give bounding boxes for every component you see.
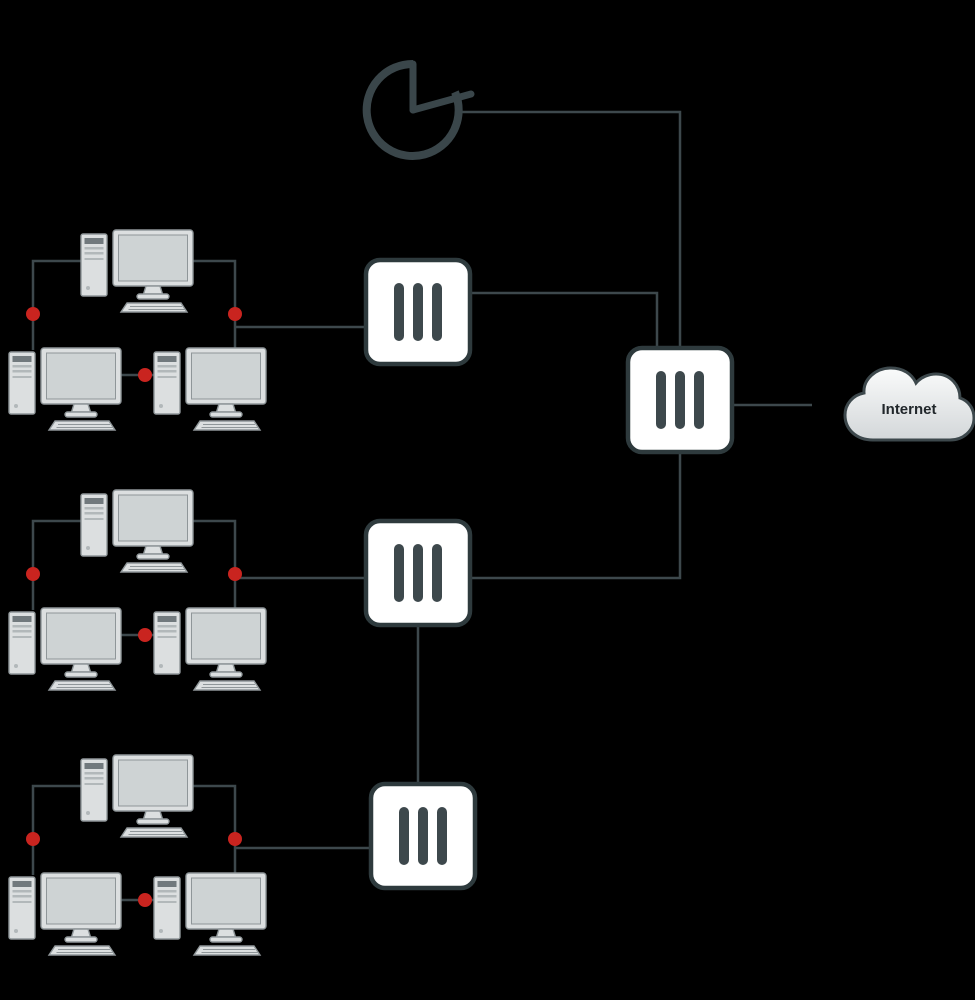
access-switch-middle <box>366 521 470 625</box>
access-switch-top <box>366 260 470 364</box>
clock-hand-hour <box>409 90 475 114</box>
internet-label: Internet <box>881 401 936 418</box>
lan-group-1 <box>9 230 266 430</box>
connections <box>235 110 812 850</box>
lan-group-2 <box>9 490 266 690</box>
clock-icon <box>362 59 475 160</box>
link-core-switch2 <box>468 452 682 580</box>
core-switch <box>628 348 732 452</box>
lan-group-3 <box>9 755 266 955</box>
link-clock-core <box>459 110 682 350</box>
cloud-icon <box>843 366 975 442</box>
access-switch-bottom <box>371 784 475 888</box>
internet-cloud: Internet <box>843 366 975 442</box>
link-switch1-core <box>468 291 659 350</box>
